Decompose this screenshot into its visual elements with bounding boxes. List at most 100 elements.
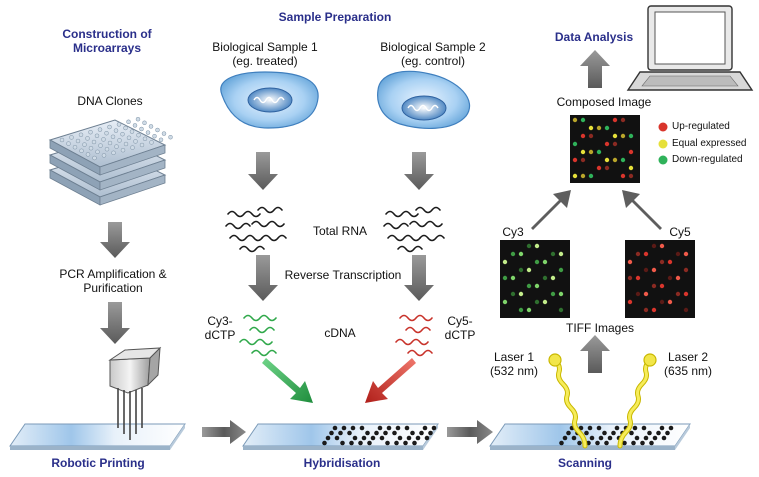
image-spot xyxy=(518,267,524,273)
array-spot xyxy=(404,425,410,431)
image-spot xyxy=(628,149,634,155)
arrow-cy5-to-composed xyxy=(622,190,662,230)
image-spot xyxy=(628,133,634,139)
plate-well xyxy=(79,148,84,154)
image-spot xyxy=(580,133,586,139)
array-spot xyxy=(604,440,609,446)
array-spot xyxy=(334,435,340,441)
array-spot xyxy=(350,425,356,431)
plate-well xyxy=(120,147,126,153)
image-spot xyxy=(580,149,586,155)
image-spot xyxy=(534,283,540,289)
array-spot xyxy=(614,425,620,431)
image-spot xyxy=(635,275,641,281)
image-spot xyxy=(510,251,516,257)
array-spot xyxy=(602,430,607,436)
plate-well xyxy=(126,135,132,141)
cell-sample-2 xyxy=(377,70,471,130)
image-spot xyxy=(542,259,548,265)
image-spot xyxy=(604,141,610,147)
arrow-printing-to-hyb xyxy=(202,420,246,444)
label-tiff-images: TIFF Images xyxy=(565,321,634,335)
image-spot xyxy=(627,259,633,265)
plate-well xyxy=(94,133,100,139)
plate-well xyxy=(101,153,107,158)
total-rna-2 xyxy=(383,206,445,253)
legend-down-regulated: Down-regulated xyxy=(672,154,743,165)
plate-well xyxy=(107,140,113,146)
label-cy3: Cy3 xyxy=(502,225,524,239)
image-spot xyxy=(518,251,524,257)
array-spot xyxy=(347,430,352,436)
plate-well xyxy=(114,144,119,149)
image-spot xyxy=(620,133,626,139)
image-spot xyxy=(675,275,681,281)
array-spot xyxy=(385,440,390,446)
plate-well xyxy=(135,116,141,122)
plate-well xyxy=(126,119,131,125)
plate-well xyxy=(116,122,122,127)
image-spot xyxy=(612,141,618,147)
image-spot xyxy=(580,173,586,179)
arrow-cy3-to-composed xyxy=(531,190,571,230)
flow-arrows xyxy=(100,50,662,444)
legend-dot-down xyxy=(658,155,668,165)
array-spot xyxy=(629,430,634,436)
plate-well xyxy=(152,133,157,139)
image-spot xyxy=(580,117,586,123)
array-spot xyxy=(415,435,421,441)
image-spot xyxy=(683,291,689,297)
array-spot xyxy=(587,425,593,431)
image-spot xyxy=(588,133,594,139)
array-spot xyxy=(367,440,372,446)
image-spot xyxy=(683,267,689,273)
arrow-tiff-up xyxy=(580,335,610,373)
plate-well xyxy=(91,139,97,145)
image-spot xyxy=(659,243,665,249)
label-cy5-dctp: Cy5-dCTP xyxy=(444,314,476,342)
image-spot xyxy=(596,125,602,131)
plate-well xyxy=(85,152,91,157)
image-spot xyxy=(588,173,594,179)
plate-well xyxy=(136,132,141,138)
array-spot xyxy=(361,435,367,441)
arrow-clones-to-pcr xyxy=(100,222,130,258)
array-spot xyxy=(631,440,636,446)
array-spot xyxy=(358,440,363,446)
array-spot xyxy=(359,425,365,431)
image-spot xyxy=(651,307,657,313)
plate-well xyxy=(132,123,138,128)
array-spot xyxy=(577,440,582,446)
plate-well xyxy=(111,150,116,156)
image-spot xyxy=(643,267,649,273)
image-spot xyxy=(667,275,673,281)
array-spot xyxy=(395,425,401,431)
array-spot xyxy=(428,430,433,436)
arrow-hyb-to-scanning xyxy=(447,420,493,444)
label-cdna: cDNA xyxy=(324,326,356,340)
title-sample-preparation: Sample Preparation xyxy=(278,10,392,24)
image-spot xyxy=(683,251,689,257)
array-spot xyxy=(611,430,616,436)
image-spot xyxy=(627,299,633,305)
plate-well xyxy=(69,135,74,140)
array-spot xyxy=(566,430,571,436)
array-spot xyxy=(419,430,424,436)
legend-dot-up xyxy=(658,122,668,132)
image-spot xyxy=(510,291,516,297)
dna-clone-plates xyxy=(48,116,173,206)
array-spot xyxy=(659,425,665,431)
plate-well xyxy=(142,120,147,126)
plate-well xyxy=(101,137,106,142)
image-spot xyxy=(534,243,540,249)
plate-well xyxy=(158,137,164,143)
image-spot xyxy=(628,173,634,179)
plate-well xyxy=(145,130,151,135)
image-spot xyxy=(667,299,673,305)
plate-well xyxy=(78,132,84,138)
array-spot xyxy=(329,430,334,436)
arrow-composed-to-analysis xyxy=(580,50,610,88)
image-spot xyxy=(526,267,532,273)
image-spot xyxy=(612,133,618,139)
array-spot xyxy=(559,440,564,446)
